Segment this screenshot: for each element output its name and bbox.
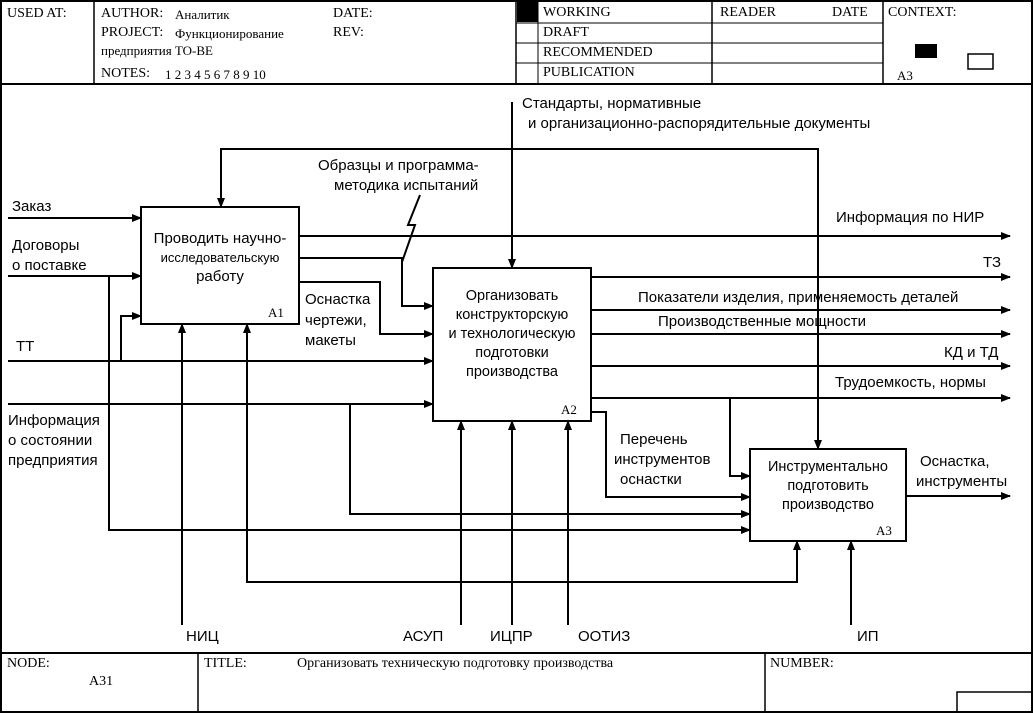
arrow-standards-a1 [217,148,512,208]
activity-a3-label: Инструментально подготовить производство [768,459,888,513]
label-out-indicators: Показатели изделия, применяемость детале… [638,289,959,306]
arrow-instrument-list [591,411,751,501]
notes-numbers: 1 2 3 4 5 6 7 8 9 10 [165,67,266,82]
status-publication: PUBLICATION [543,65,635,80]
label-enterprise-info-line2: о состоянии [8,432,93,449]
arrow-standards-a3 [512,148,822,450]
label-samples-line2: методика испытаний [334,177,479,194]
reader-date-label: DATE [832,5,868,20]
status-working: WORKING [543,5,611,20]
label-order: Заказ [12,198,52,215]
project-value: Функционирование [175,26,284,41]
activity-a2-label: Организовать конструкторскую и технологи… [448,288,576,380]
label-enterprise-info-line1: Информация [8,412,100,429]
context-other-box-icon [967,53,994,70]
author-value: Аналитик [175,7,230,22]
label-out-tooling-line2: инструменты [916,473,1008,490]
label-tt: TT [16,338,35,355]
arrow-samples-lightning [401,194,421,263]
node-label: NODE: [7,656,50,671]
label-instrument-list-line1: Перечень [620,431,688,448]
label-enterprise-info-line3: предприятия [8,452,98,469]
label-mech-asup: АСУП [403,628,444,645]
rev-label: REV: [333,25,364,40]
label-out-nir: Информация по НИР [836,209,985,226]
label-tooling-drawings-line3: макеты [305,332,356,349]
label-mech-icpr: ИЦПР [490,628,533,645]
activity-box-a2 [432,267,592,422]
number-label: NUMBER: [770,656,834,671]
activity-box-a1 [140,206,300,325]
reader-label: READER [720,5,776,20]
used-at-label: USED AT: [7,6,67,21]
label-out-labor: Трудоемкость, нормы [835,374,986,391]
label-instrument-list-line2: инструментов [614,451,711,468]
activity-a2-id: A2 [561,402,577,417]
label-standards-line1: Стандарты, нормативные [522,95,702,112]
diagram-title: Организовать техническую подготовку прои… [297,656,614,671]
label-mech-ootiz: ООТИЗ [578,628,631,645]
status-recommended: RECOMMENDED [543,45,653,60]
label-standards-line2: и организационно-распорядительные докуме… [528,115,871,132]
label-contracts-line2: о поставке [12,257,87,274]
label-mech-nic: НИЦ [186,628,219,645]
date-label: DATE: [333,6,373,21]
project-label: PROJECT: [101,25,164,40]
activity-box-a3 [749,448,907,542]
label-out-tooling-line1: Оснастка, [920,453,990,470]
label-samples-line1: Образцы и программа- [318,157,479,174]
context-node: A3 [897,68,913,83]
label-mech-ip: ИП [857,628,879,645]
label-out-kd: КД и ТД [944,344,999,361]
project-value-line2: предприятия TO-BE [101,43,213,58]
activity-a3-id: A3 [876,523,892,538]
node-value: A31 [89,674,114,689]
context-label: CONTEXT: [888,5,957,20]
notes-label: NOTES: [101,66,150,81]
status-draft: DRAFT [543,25,589,40]
label-contracts-line1: Договоры [12,237,80,254]
author-label: AUTHOR: [101,6,164,21]
label-out-tz: ТЗ [983,254,1002,271]
activity-a1-label: Проводить научно- исследовательскую рабо… [153,230,287,285]
working-status-marker [517,2,538,22]
label-tooling-drawings-line2: чертежи, [305,312,367,329]
title-label: TITLE: [204,656,247,671]
label-out-capacity: Производственные мощности [658,313,867,330]
context-current-box-icon [915,44,937,58]
label-tooling-drawings-line1: Оснастка [305,291,371,308]
activity-a1-id: A1 [268,305,284,320]
label-instrument-list-line3: оснастки [620,471,682,488]
